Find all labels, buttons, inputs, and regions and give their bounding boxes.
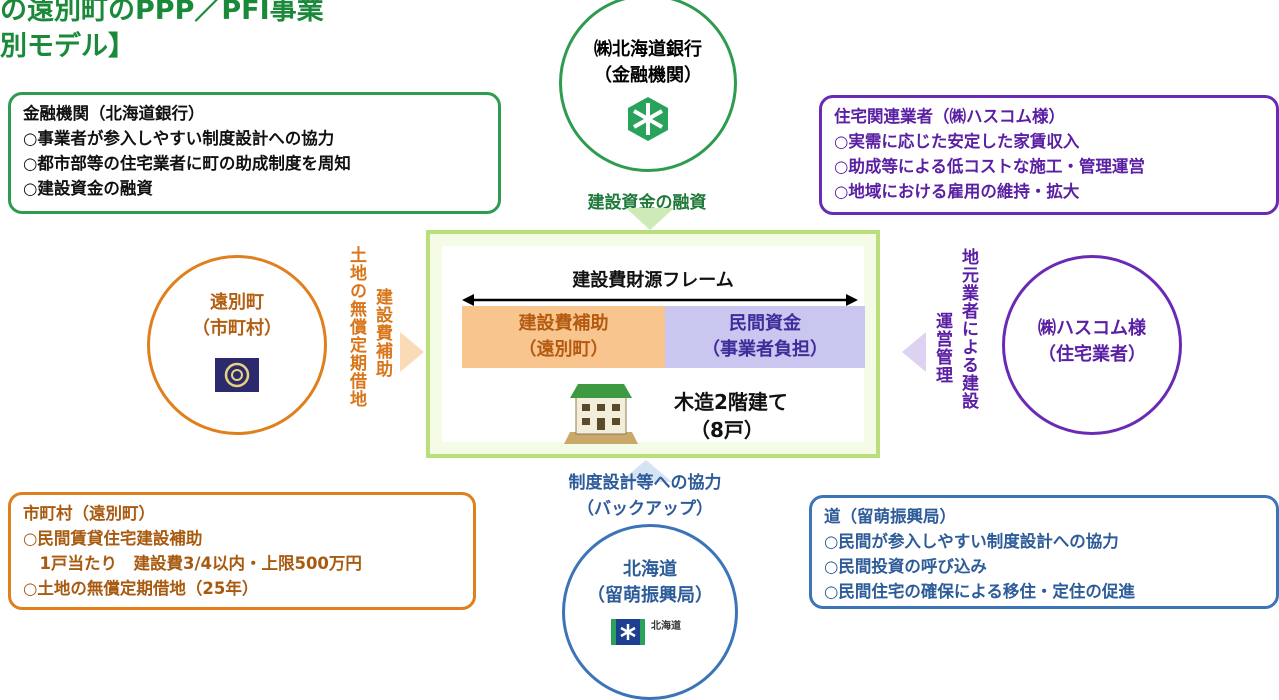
subsidy-sub: （遠別町） [518, 339, 609, 360]
bank-box-item: ○事業者が参入しやすい制度設計への協力 [23, 129, 335, 148]
double-arrow-icon [462, 294, 858, 306]
pref-box-header: 道（留萌振興局） [824, 507, 956, 526]
subsidy-block: 建設費補助 （遠別町） [462, 306, 665, 368]
house-icon [564, 384, 638, 444]
town-vertical-col1: 土地の無償定期借地 [346, 246, 366, 408]
company-vertical-col1: 地元業者による建設 [958, 248, 978, 410]
page-title: の遠別町のPPP／PFI事業 [0, 0, 324, 26]
hokkaido-arrow-label2: （バックアップ） [577, 499, 713, 519]
bank-name: ㈱北海道銀行 [594, 39, 702, 60]
left-arrow-icon [902, 332, 926, 372]
bank-arrow-label: 建設資金の融資 [587, 193, 707, 213]
bank-box-header: 金融機関（北海道銀行） [23, 104, 205, 123]
town-vertical-col2: 建設費補助 [372, 288, 392, 378]
private-funds-sub: （事業者負担） [702, 339, 828, 360]
hokkaido-flag-icon [611, 619, 645, 645]
town-name: 遠別町 [210, 292, 264, 313]
company-info-box: 住宅関連業者（㈱ハスコム様） ○実需に応じた安定した家賃収入 ○助成等による低コ… [819, 95, 1279, 215]
company-role: （住宅業者） [1038, 344, 1146, 365]
prefecture-info-box: 道（留萌振興局） ○民間が参入しやすい制度設計への協力 ○民間投資の呼び込み ○… [809, 495, 1279, 609]
down-arrow-icon [626, 208, 674, 230]
company-box-header: 住宅関連業者（㈱ハスコム様） [834, 107, 1065, 126]
funding-frame: 建設費財源フレーム 建設費補助 （遠別町） 民間資金 （事業者負担） 木造2階建… [426, 230, 880, 458]
town-emblem-icon [215, 358, 259, 392]
company-box-item: ○地域における雇用の維持・拡大 [834, 182, 1080, 201]
hokkaido-role: （留萌振興局） [587, 585, 713, 606]
bank-circle: ㈱北海道銀行 （金融機関） [559, 0, 737, 172]
bank-logo-icon [624, 95, 672, 143]
town-box-item: ○土地の無償定期借地（25年） [23, 579, 259, 598]
hokkaido-circle: 北海道 （留萌振興局） 北海道 [562, 524, 738, 700]
company-vertical-col2: 運営管理 [932, 312, 952, 384]
pref-box-item: ○民間投資の呼び込み [824, 557, 987, 576]
town-box-item: 1戸当たり 建設費3/4以内・上限500万円 [23, 554, 362, 573]
private-funds-label: 民間資金 [729, 313, 801, 334]
company-box-item: ○実需に応じた安定した家賃収入 [834, 132, 1080, 151]
bank-role: （金融機関） [594, 65, 702, 86]
hokkaido-arrow-label1: 制度設計等への協力 [568, 473, 722, 493]
company-circle: ㈱ハスコム様 （住宅業者） [1002, 255, 1182, 435]
up-arrow-icon [620, 460, 672, 482]
building-line1: 木造2階建て [674, 390, 788, 414]
private-funds-block: 民間資金 （事業者負担） [665, 306, 865, 368]
page-subtitle: 別モデル】 [0, 31, 135, 62]
frame-title: 建設費財源フレーム [572, 270, 734, 291]
subsidy-label: 建設費補助 [518, 313, 609, 334]
building-line2: （8戸） [690, 418, 764, 442]
bank-info-box: 金融機関（北海道銀行） ○事業者が参入しやすい制度設計への協力 ○都市部等の住宅… [8, 92, 501, 214]
town-role: （市町村） [192, 318, 282, 339]
town-circle: 遠別町 （市町村） [147, 255, 327, 435]
hokkaido-name: 北海道 [623, 559, 677, 580]
hokkaido-logo-text: 北海道 [651, 621, 681, 632]
bank-box-item: ○建設資金の融資 [23, 179, 153, 198]
bank-box-item: ○都市部等の住宅業者に町の助成制度を周知 [23, 154, 351, 173]
right-arrow-icon [400, 332, 424, 372]
town-info-box: 市町村（遠別町） ○民間賃貸住宅建設補助 1戸当たり 建設費3/4以内・上限50… [8, 492, 476, 610]
company-box-item: ○助成等による低コストな施工・管理運営 [834, 157, 1145, 176]
town-box-header: 市町村（遠別町） [23, 504, 155, 523]
hokkaido-logo: 北海道 [611, 619, 689, 645]
town-box-item: ○民間賃貸住宅建設補助 [23, 529, 203, 548]
pref-box-item: ○民間が参入しやすい制度設計への協力 [824, 532, 1119, 551]
company-name: ㈱ハスコム様 [1038, 318, 1146, 339]
pref-box-item: ○民間住宅の確保による移住・定住の促進 [824, 582, 1135, 601]
